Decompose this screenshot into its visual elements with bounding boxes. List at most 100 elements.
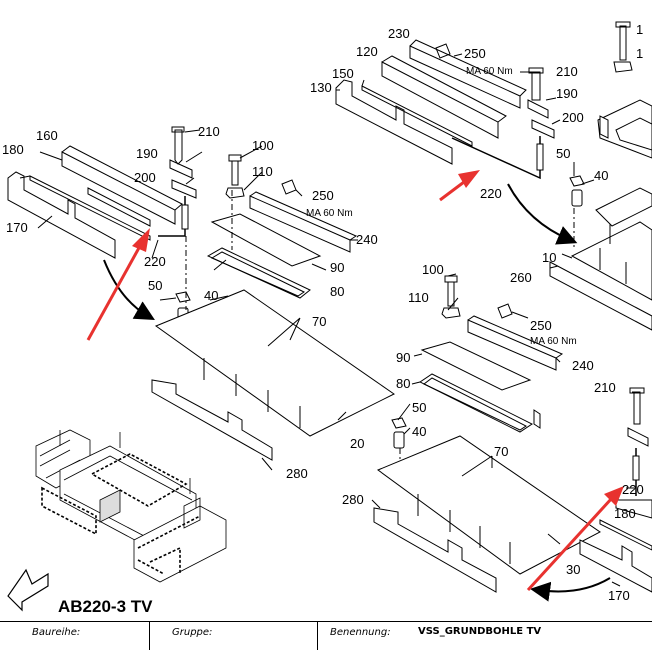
bracket-190 — [169, 159, 193, 179]
label-100-left: 100 — [252, 138, 274, 153]
part-170-side-lower — [579, 539, 652, 593]
red-accent-arrows — [86, 170, 624, 592]
part-160-angle — [61, 151, 176, 225]
label-70-left: 70 — [312, 314, 326, 329]
label-40-lower: 40 — [412, 424, 426, 439]
spacer-40-lower — [393, 431, 405, 449]
label-250-top: 250 — [464, 46, 486, 61]
part-labels: 230 120 250 MA 60 Nm 210 150 130 190 200… — [2, 22, 644, 616]
label-170-lower: 170 — [608, 588, 630, 603]
label-210-left: 210 — [198, 124, 220, 139]
title-block: Baureihe: Gruppe: Benennung: VSS_GRUNDBO… — [0, 621, 652, 650]
part-260-side — [549, 261, 652, 331]
nut-110 — [225, 187, 245, 199]
label-280-left: 280 — [286, 466, 308, 481]
benennung-label: Benennung: — [330, 627, 391, 638]
label-90-lower: 90 — [396, 350, 410, 365]
label-260: 260 — [510, 270, 532, 285]
left-assembly — [7, 126, 395, 471]
label-40-top: 40 — [594, 168, 608, 183]
label-80-left: 80 — [330, 284, 344, 299]
label-210-lower: 210 — [594, 380, 616, 395]
bracket-200-top — [531, 119, 555, 139]
part-170-side-plate — [7, 171, 116, 259]
exploded-assembly-drawing: 230 120 250 MA 60 Nm 210 150 130 190 200… — [2, 21, 652, 616]
label-120: 120 — [356, 44, 378, 59]
curved-arrow-upper-right — [507, 183, 578, 245]
bracket-200 — [171, 179, 197, 199]
label-220-top: 220 — [480, 186, 502, 201]
label-250-left: 250 — [312, 188, 334, 203]
machine-thumbnail — [35, 429, 227, 583]
outline-direction-arrow — [7, 568, 49, 612]
gruppe-cell: Gruppe: — [150, 622, 318, 650]
upper-right-assembly — [335, 21, 652, 331]
plate-90-lower — [420, 341, 532, 391]
plate-90 — [210, 213, 322, 267]
bolt-100-lower — [444, 275, 458, 283]
red-arrow-left — [86, 245, 142, 341]
label-40-left: 40 — [204, 288, 218, 303]
part-240-bar — [249, 195, 351, 253]
ring-80 — [206, 247, 311, 299]
label-30: 30 — [566, 562, 580, 577]
bolt-250-top — [435, 43, 451, 59]
label-80-lower: 80 — [396, 376, 410, 391]
bracket-190-top — [527, 99, 549, 119]
bolt-210 — [174, 129, 183, 165]
nut-50 — [175, 291, 191, 303]
label-190-top: 190 — [556, 86, 578, 101]
lower-right-assembly — [371, 273, 652, 602]
torque-top: MA 60 Nm — [466, 66, 513, 77]
label-1-a: 1 — [636, 22, 643, 37]
plate-30 — [376, 435, 601, 575]
label-20: 20 — [350, 436, 364, 451]
label-110-lower: 110 — [408, 290, 429, 305]
curved-arrow-left — [103, 259, 155, 320]
baureihe-label: Baureihe: — [32, 627, 81, 638]
part-230-bar — [409, 45, 521, 109]
torque-lower: MA 60 Nm — [530, 336, 577, 347]
part-130-side-plate — [335, 79, 453, 165]
label-10: 10 — [542, 250, 556, 265]
label-100-lower: 100 — [422, 262, 444, 277]
model-label: AB220-3 TV — [58, 597, 153, 616]
baureihe-cell: Baureihe: — [0, 622, 150, 650]
label-200-top: 200 — [562, 110, 584, 125]
bolt-210-top — [531, 71, 541, 101]
nut-110-lower — [441, 307, 461, 319]
label-240-lower: 240 — [572, 358, 594, 373]
part-280-side — [151, 379, 273, 461]
red-arrow-lower — [526, 496, 614, 592]
label-230: 230 — [388, 26, 410, 41]
bolt-210-lower — [633, 391, 641, 425]
part-120-angle — [381, 61, 499, 139]
bolt-250-lower — [497, 303, 513, 319]
label-110-left: 110 — [252, 164, 273, 179]
label-160: 160 — [36, 128, 58, 143]
plate-10 — [570, 221, 652, 301]
label-130: 130 — [310, 80, 332, 95]
label-1-b: 1 — [636, 46, 643, 61]
red-arrow-upper — [439, 180, 465, 202]
label-200-left: 200 — [134, 170, 156, 185]
part-180-strip — [29, 175, 151, 241]
label-50-top: 50 — [556, 146, 570, 161]
plate-20 — [154, 289, 395, 437]
label-50-lower: 50 — [412, 400, 426, 415]
torque-left: MA 60 Nm — [306, 208, 353, 219]
label-220-left: 220 — [144, 254, 166, 269]
part-280-side-lower — [373, 507, 497, 593]
bolt-100 — [228, 154, 242, 162]
label-240-left: 240 — [356, 232, 378, 247]
label-190-left: 190 — [136, 146, 158, 161]
label-180-left: 180 — [2, 142, 24, 157]
curved-arrow-lower — [530, 577, 611, 602]
label-50-left: 50 — [148, 278, 162, 293]
label-220-lower: 220 — [622, 482, 644, 497]
label-170-left: 170 — [6, 220, 28, 235]
label-180-lower: 180 — [614, 506, 636, 521]
label-90-left: 90 — [330, 260, 344, 275]
gruppe-label: Gruppe: — [172, 627, 213, 638]
label-280-lower: 280 — [342, 492, 364, 507]
